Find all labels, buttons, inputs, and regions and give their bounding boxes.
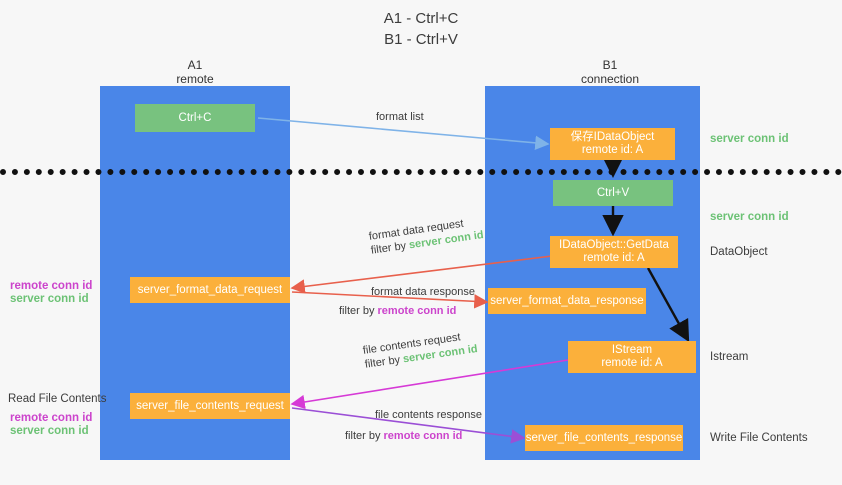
box-server-format-data-response[interactable]: server_format_data_response	[488, 288, 646, 314]
box-ctrl-v-label: Ctrl+V	[596, 186, 630, 199]
box-server-format-data-request[interactable]: server_format_data_request	[130, 277, 290, 303]
annotation-server-conn-id-mid: server conn id	[710, 211, 789, 223]
box-ctrl-c-label: Ctrl+C	[178, 111, 212, 124]
file-resp-filter-value: remote conn id	[383, 430, 463, 442]
box-save-idataobject[interactable]: 保存IDataObject remote id: A	[550, 128, 675, 160]
annotation-dataobject: DataObject	[710, 246, 768, 258]
box-idataobject-getdata-line1: IDataObject::GetData	[559, 239, 669, 251]
arrow-label-file-contents-request: file contents request filter by server c…	[362, 328, 479, 372]
box-save-idataobject-line2: remote id: A	[581, 144, 644, 156]
box-server-file-contents-request-label: server_file_contents_request	[136, 399, 284, 412]
fmt-req-filter-prefix: filter by	[370, 239, 410, 257]
lane-b1-name: B1	[602, 58, 618, 72]
box-istream-line1: IStream	[611, 344, 653, 356]
box-server-format-data-request-label: server_format_data_request	[137, 283, 283, 296]
arrow-label-format-data-response: format data response filter by remote co…	[339, 285, 475, 318]
box-save-idataobject-line1: 保存IDataObject	[570, 131, 655, 143]
box-server-file-contents-response[interactable]: server_file_contents_response	[525, 425, 683, 451]
box-server-file-contents-response-label: server_file_contents_response	[525, 431, 683, 444]
page-title: A1 - Ctrl+C B1 - Ctrl+V	[0, 8, 842, 50]
box-ctrl-c[interactable]: Ctrl+C	[135, 104, 255, 132]
title-line-1: A1 - Ctrl+C	[383, 10, 459, 27]
arrow-label-format-data-response-l1: format data response	[371, 286, 475, 298]
title-line-2: B1 - Ctrl+V	[384, 31, 458, 48]
annotation-istream: Istream	[710, 351, 749, 363]
arrow-label-format-data-response-l2: filter by remote conn id	[339, 299, 475, 318]
lane-header-a1: A1 remote	[130, 58, 260, 86]
annotation-write-file-contents: Write File Contents	[710, 432, 808, 444]
box-istream-line2: remote id: A	[601, 357, 663, 369]
arrow-label-file-contents-response-l2: filter by remote conn id	[345, 422, 482, 443]
arrow-label-file-contents-response: file contents response filter by remote …	[345, 408, 482, 443]
box-idataobject-getdata-line2: remote id: A	[583, 252, 645, 264]
box-idataobject-getdata[interactable]: IDataObject::GetData remote id: A	[550, 236, 678, 268]
annotation-left-remote-conn-id-1: remote conn id	[10, 280, 93, 292]
box-ctrl-v[interactable]: Ctrl+V	[553, 180, 673, 206]
arrow-label-format-list-text: format list	[376, 111, 424, 123]
fmt-resp-filter-value: remote conn id	[377, 305, 457, 317]
phase-divider	[0, 169, 842, 175]
lane-a1-sub: remote	[176, 72, 214, 86]
file-resp-filter-prefix: filter by	[345, 430, 384, 442]
arrow-label-format-list: format list	[376, 110, 424, 124]
box-server-file-contents-request[interactable]: server_file_contents_request	[130, 393, 290, 419]
lane-header-b1: B1 connection	[545, 58, 675, 86]
annotation-read-file-contents: Read File Contents	[8, 393, 107, 405]
fmt-resp-filter-prefix: filter by	[339, 305, 378, 317]
annotation-left-server-conn-id-1: server conn id	[10, 293, 89, 305]
arrow-label-file-contents-response-l1: file contents response	[375, 409, 483, 421]
annotation-left-remote-conn-id-2: remote conn id	[10, 412, 93, 424]
lane-a1-name: A1	[187, 58, 203, 72]
file-req-filter-prefix: filter by	[364, 353, 404, 371]
annotation-left-server-conn-id-2: server conn id	[10, 425, 89, 437]
lane-b1-sub: connection	[580, 72, 640, 86]
box-server-format-data-response-label: server_format_data_response	[490, 294, 644, 307]
box-istream[interactable]: IStream remote id: A	[568, 341, 696, 373]
annotation-server-conn-id-top: server conn id	[710, 133, 789, 145]
arrow-label-format-data-request: format data request filter by server con…	[368, 214, 485, 258]
